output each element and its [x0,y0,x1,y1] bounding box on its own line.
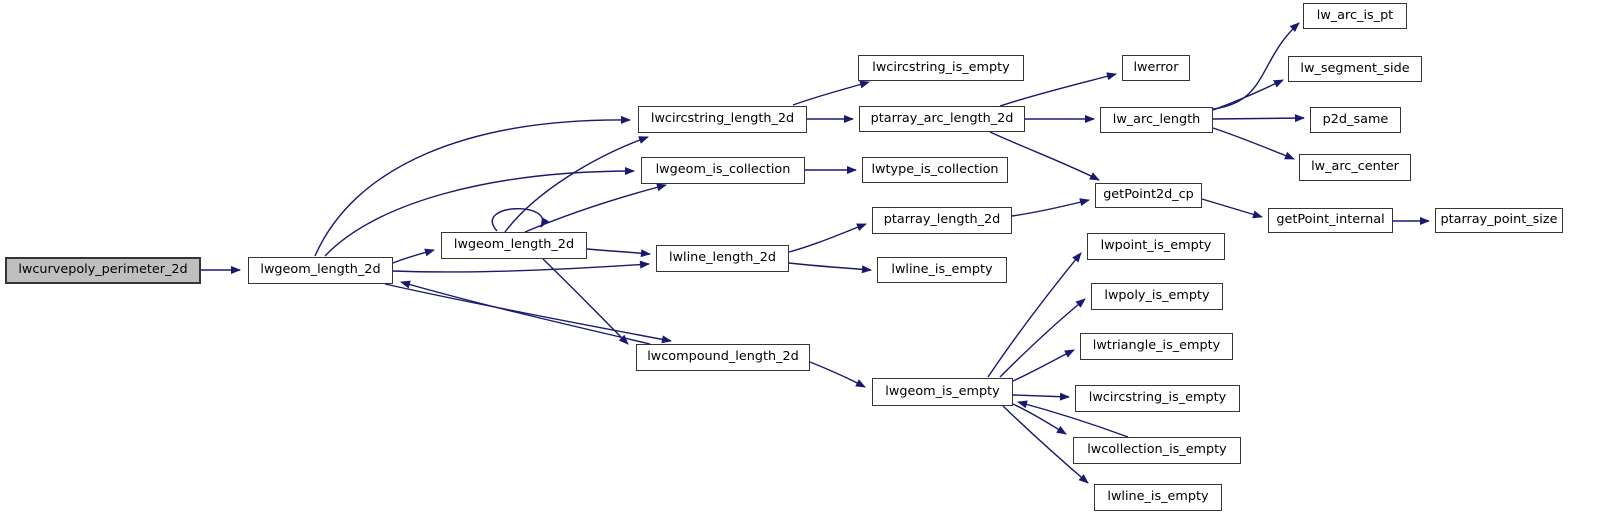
edge-lwcollection_is_empty-lwgeom_is_empty [1017,400,1129,438]
node-lwtriangle-is-empty[interactable]: lwtriangle_is_empty [1080,333,1233,360]
edge-lwgeom_is_empty-lwtriangle_is_empty [1012,349,1075,382]
node-lwcompound-length-2d[interactable]: lwcompound_length_2d [636,344,810,371]
node-getpoint-internal[interactable]: getPoint_internal [1268,208,1393,233]
edge-lwgeom_is_empty-lwline_is_empty_2 [1002,405,1089,484]
edge-ptarray_arc_length_2d-lwerror [999,72,1117,107]
node-lwline-is-empty-2[interactable]: lwline_is_empty [1094,484,1222,511]
node-lwcircstring-is-empty-2[interactable]: lwcircstring_is_empty [1075,385,1240,412]
edge-lw_arc_length-lw_arc_center [1212,127,1295,160]
node-lwerror[interactable]: lwerror [1122,55,1190,81]
node-lwcurvepoly-perimeter-2d: lwcurvepoly_perimeter_2d [5,257,201,284]
node-lwgeom-is-collection[interactable]: lwgeom_is_collection [641,157,805,184]
edge-getPoint2d_cp-getPoint_internal [1201,198,1263,219]
edge-lwline_length_2d-ptarray_length_2d [788,223,867,253]
edge-ptarray_length_2d-getPoint2d_cp [1011,198,1090,217]
node-lw-segment-side[interactable]: lw_segment_side [1288,56,1422,82]
edge-lwgeom_length_2d_b-self [491,207,549,232]
edge-lwcompound_length_2d-lwgeom_length_2d_a [400,280,651,345]
node-ptarray-length-2d[interactable]: ptarray_length_2d [872,207,1012,234]
node-ptarray-point-size[interactable]: ptarray_point_size [1435,208,1563,233]
node-lw-arc-is-pt[interactable]: lw_arc_is_pt [1303,3,1407,29]
node-lw-arc-center[interactable]: lw_arc_center [1299,154,1411,181]
node-lw-arc-length[interactable]: lw_arc_length [1100,107,1213,133]
node-lwgeom-length-2d-b[interactable]: lwgeom_length_2d [441,232,587,259]
node-lwgeom-is-empty[interactable]: lwgeom_is_empty [872,378,1013,406]
edge-lwgeom_length_2d_a-lwgeom_length_2d_b [392,248,435,264]
node-lwcircstring-length-2d[interactable]: lwcircstring_length_2d [638,106,807,133]
node-lwline-length-2d[interactable]: lwline_length_2d [656,245,789,272]
edge-lwline_length_2d-lwline_is_empty_1 [788,262,872,274]
edge-lwgeom_length_2d_b-lwcompound_length_2d [542,258,629,345]
node-p2d-same[interactable]: p2d_same [1310,107,1401,133]
edge-lwgeom_length_2d_b-lwcircstring_length_2d [504,136,649,233]
node-lwcircstring-is-empty-1[interactable]: lwcircstring_is_empty [858,55,1024,81]
node-lwpoly-is-empty[interactable]: lwpoly_is_empty [1091,283,1223,310]
node-lwcollection-is-empty[interactable]: lwcollection_is_empty [1073,437,1241,464]
edge-lwgeom_is_empty-lwpoly_is_empty [999,298,1086,378]
edge-lwgeom_is_empty-lwpoint_is_empty [987,252,1082,378]
edge-lwcompound_length_2d-lwgeom_is_empty [809,361,866,388]
node-ptarray-arc-length-2d[interactable]: ptarray_arc_length_2d [859,106,1025,132]
edge-lwcircstring_length_2d-lwcircstring_is_empty_1 [792,80,870,106]
edge-lwgeom_length_2d_a-lwcircstring_length_2d [314,115,631,257]
edge-ptarray_arc_length_2d-getPoint2d_cp [989,131,1100,181]
edge-lwgeom_length_2d_a-lwcompound_length_2d [384,283,672,344]
edge-lwgeom_length_2d_b-lwline_length_2d [586,248,651,258]
edge-lw_arc_length-p2d_same [1212,114,1305,123]
edge-lw_arc_length-lw_arc_is_pt [1212,22,1300,110]
node-lwgeom-length-2d-a[interactable]: lwgeom_length_2d [248,257,393,284]
node-getpoint2d-cp[interactable]: getPoint2d_cp [1095,183,1202,208]
edge-lw_arc_length-lw_segment_side [1212,79,1284,111]
edge-lwgeom_is_empty-lwcircstring_is_empty_2 [1012,392,1070,401]
edge-lwgeom_length_2d_a-lwgeom_is_collection [324,167,635,257]
node-lwline-is-empty-1[interactable]: lwline_is_empty [877,257,1007,283]
edge-lwgeom_length_2d_a-lwline_length_2d [392,260,650,273]
node-lwtype-is-collection[interactable]: lwtype_is_collection [862,157,1008,183]
node-lwpoint-is-empty[interactable]: lwpoint_is_empty [1087,233,1225,260]
edge-lwgeom_length_2d_b-lwgeom_is_collection [524,183,667,233]
